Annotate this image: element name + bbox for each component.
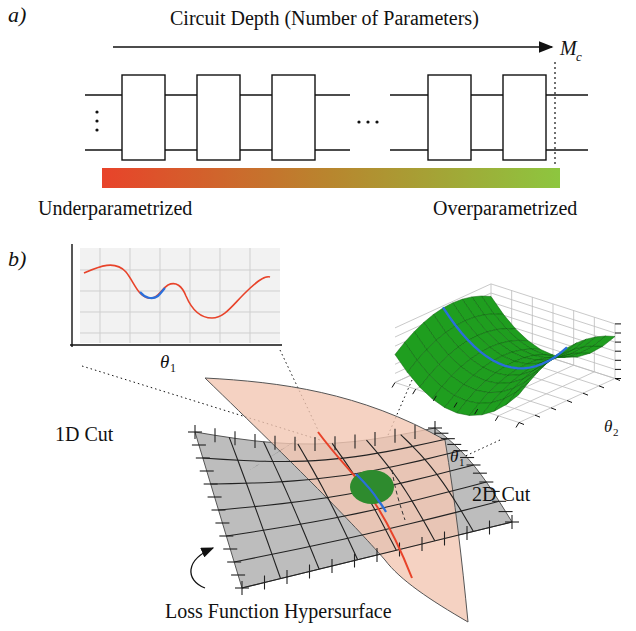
subscript: c: [576, 50, 582, 63]
text-label: M: [560, 38, 577, 58]
gate-boxes: [122, 75, 546, 160]
cutoff-line: [554, 62, 555, 166]
gradient-bar: [102, 168, 560, 188]
text-label: 1D Cut: [55, 424, 113, 444]
subscript: 1: [459, 457, 465, 468]
text-label: Circuit Depth (Number of Parameters): [170, 8, 479, 28]
loss-surface: [188, 378, 519, 622]
text-label: b): [8, 248, 26, 270]
text-label: Overparametrized: [433, 198, 577, 218]
text-label: Underparametrized: [38, 198, 192, 218]
text-label: Loss Function Hypersurface: [165, 601, 392, 621]
text-label: θ: [604, 418, 612, 435]
text-label: 2D Cut: [472, 484, 530, 504]
subscript: 1: [170, 362, 176, 374]
text-label: θ: [160, 352, 169, 371]
depth-arrow: [113, 46, 552, 48]
text-label: a): [8, 4, 26, 26]
text-label: θ: [450, 448, 458, 465]
2d-inset: [392, 284, 621, 428]
subscript: 2: [613, 427, 619, 438]
ellipsis-dots: [95, 110, 378, 131]
pointer-arrow: [191, 548, 213, 588]
1d-inset: [70, 244, 282, 347]
